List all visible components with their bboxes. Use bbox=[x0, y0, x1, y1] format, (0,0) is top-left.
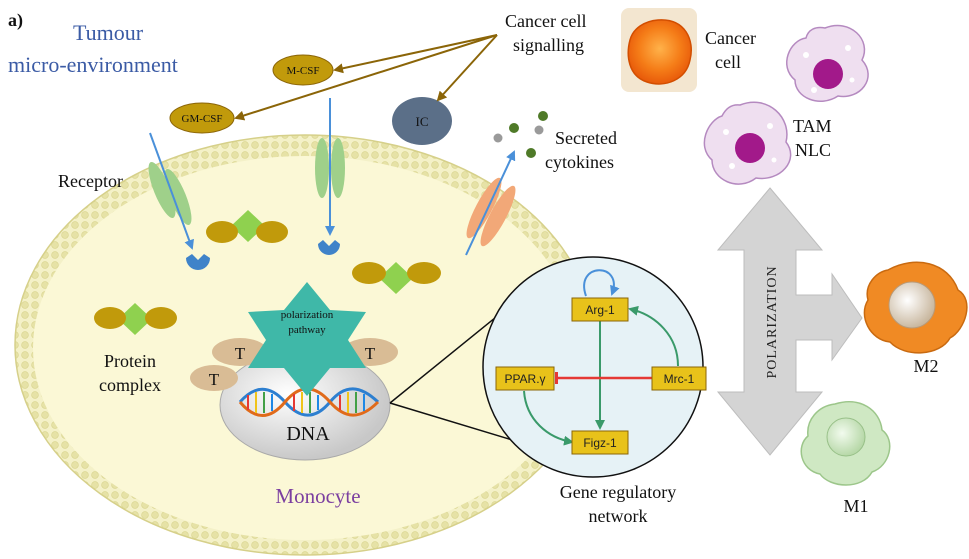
cancer-cell-label-2: cell bbox=[715, 52, 741, 72]
gene-node-figz1: Figz-1 bbox=[571, 430, 629, 455]
svg-text:T: T bbox=[365, 344, 376, 363]
svg-text:PPAR.γ: PPAR.γ bbox=[504, 372, 545, 386]
svg-text:POLARIZATION: POLARIZATION bbox=[765, 265, 780, 378]
cancer-cell-image bbox=[621, 8, 697, 92]
gene-network-label-2: network bbox=[589, 506, 648, 526]
polarization-arrow: POLARIZATION bbox=[716, 187, 863, 456]
svg-text:M-CSF: M-CSF bbox=[286, 65, 319, 77]
cancer-signalling-label-2: signalling bbox=[513, 35, 584, 55]
gene-regulatory-network: Arg-1 PPAR.γ Mrc-1 Figz-1 bbox=[482, 256, 707, 478]
cancer-signalling-label-1: Cancer cell bbox=[505, 11, 586, 31]
gene-node-arg1: Arg-1 bbox=[571, 297, 629, 322]
m2-cell bbox=[863, 261, 968, 354]
cytokine-dots bbox=[493, 111, 548, 158]
gene-node-ppar: PPAR.γ bbox=[495, 366, 555, 391]
m1-label: M1 bbox=[843, 496, 868, 516]
tam-label: TAM bbox=[793, 116, 832, 136]
svg-text:pathway: pathway bbox=[288, 324, 326, 336]
protein-complex-1 bbox=[206, 210, 288, 243]
receptor-right bbox=[465, 150, 516, 256]
gene-node-mrc1: Mrc-1 bbox=[651, 366, 707, 391]
mcsf-molecule: M-CSF bbox=[272, 54, 334, 86]
m1-cell bbox=[800, 401, 891, 486]
svg-text:GM-CSF: GM-CSF bbox=[182, 113, 223, 125]
secreted-label-2: cytokines bbox=[545, 152, 614, 172]
signalling-arrows bbox=[234, 34, 498, 121]
monocyte-label: Monocyte bbox=[275, 484, 360, 508]
svg-text:IC: IC bbox=[416, 114, 429, 129]
panel-label: a) bbox=[8, 10, 23, 31]
svg-text:polarization: polarization bbox=[281, 309, 334, 321]
svg-text:Arg-1: Arg-1 bbox=[585, 303, 615, 317]
receptor-left bbox=[148, 132, 210, 270]
svg-text:T: T bbox=[209, 370, 220, 389]
polarization-pathway-star: polarization pathway bbox=[248, 282, 366, 396]
gmcsf-molecule: GM-CSF bbox=[169, 102, 235, 134]
receptor-label: Receptor bbox=[58, 171, 123, 191]
protein-complex-3 bbox=[94, 303, 177, 335]
protein-complex-label-2: complex bbox=[99, 375, 161, 395]
nlc-label: NLC bbox=[795, 140, 831, 160]
title-line-2: micro-environment bbox=[8, 52, 178, 77]
protein-complex-2 bbox=[352, 262, 441, 294]
secreted-label-1: Secreted bbox=[555, 128, 617, 148]
gene-network-label-1: Gene regulatory bbox=[560, 482, 676, 502]
svg-text:Figz-1: Figz-1 bbox=[583, 436, 617, 450]
receptor-middle bbox=[315, 98, 345, 255]
svg-text:T: T bbox=[235, 344, 246, 363]
transcription-factor-2: T bbox=[190, 365, 238, 391]
m2-label: M2 bbox=[913, 356, 938, 376]
dna-label: DNA bbox=[286, 423, 330, 445]
cancer-cell-label-1: Cancer bbox=[705, 28, 756, 48]
tam-cell-2 bbox=[703, 101, 792, 185]
protein-complex-label-1: Protein bbox=[104, 351, 156, 371]
svg-text:Mrc-1: Mrc-1 bbox=[664, 372, 695, 386]
title-line-1: Tumour bbox=[73, 20, 144, 45]
ic-molecule: IC bbox=[392, 97, 452, 145]
tam-cell-1 bbox=[785, 24, 869, 102]
